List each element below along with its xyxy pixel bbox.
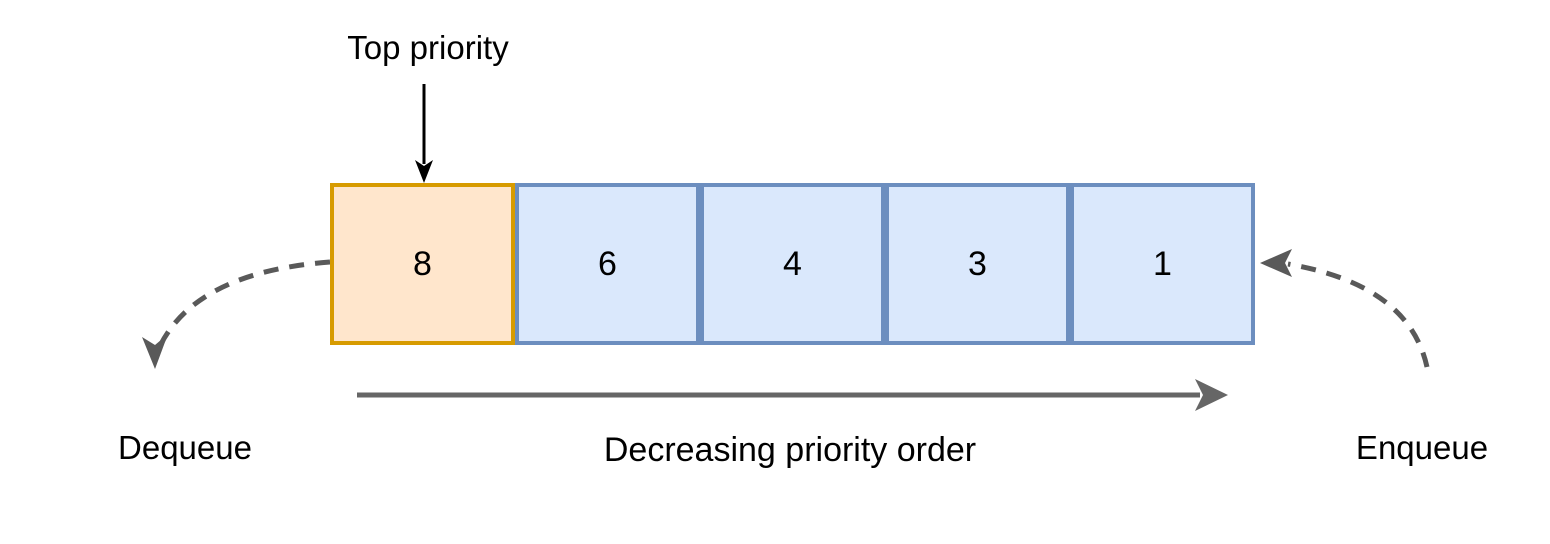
queue-cell-value: 1 (1153, 244, 1172, 283)
enqueue-arrow-icon (1260, 249, 1430, 368)
queue-cell: 3 (885, 183, 1070, 345)
top-priority-label: Top priority (347, 29, 509, 66)
priority-order-arrow-icon (357, 379, 1228, 411)
queue-cell-value: 8 (413, 244, 432, 283)
queue-cell-value: 4 (783, 244, 802, 283)
queue-array: 8 6 4 3 1 (330, 183, 1255, 345)
queue-cell: 6 (515, 183, 700, 345)
dequeue-label: Dequeue (118, 429, 252, 466)
queue-cell-value: 3 (968, 244, 987, 283)
queue-cell: 4 (700, 183, 885, 345)
enqueue-label: Enqueue (1355, 429, 1489, 466)
queue-cell: 1 (1070, 183, 1255, 345)
top-priority-arrow-icon (415, 84, 433, 183)
decreasing-priority-order-label: Decreasing priority order (603, 431, 977, 469)
dequeue-arrow-icon (142, 259, 331, 369)
queue-cell-top-priority: 8 (330, 183, 515, 345)
queue-cell-value: 6 (598, 244, 617, 283)
